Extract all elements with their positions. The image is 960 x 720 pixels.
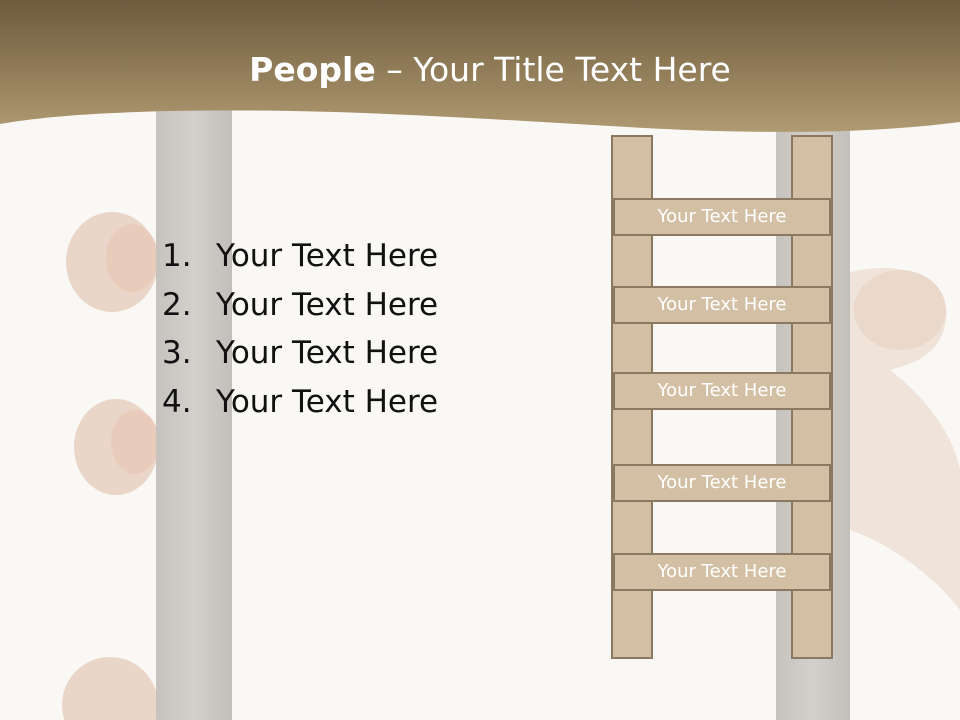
list-item-text: Your Text Here <box>216 383 439 420</box>
ladder-rung: Your Text Here <box>613 372 831 410</box>
list-item-number: 3. <box>162 335 192 371</box>
list-item-text: Your Text Here <box>216 335 439 371</box>
list-item-number: 2. <box>162 286 192 323</box>
bar-left <box>156 108 232 720</box>
list-item-text: Your Text Here <box>216 238 439 274</box>
ladder-rung: Your Text Here <box>613 464 831 502</box>
title-rest: – Your Title Text Here <box>375 50 731 89</box>
hand-left-middle <box>74 399 159 495</box>
ladder-rung: Your Text Here <box>613 286 831 324</box>
list-item: 3. Your Text Here <box>162 329 438 378</box>
ladder-rung: Your Text Here <box>613 198 831 236</box>
hand-right <box>840 267 960 610</box>
hand-left-lower <box>62 657 158 720</box>
numbered-list: 1. Your Text Here 2. Your Text Here 3. Your… <box>162 232 438 426</box>
hand-left-upper <box>66 212 158 312</box>
list-item-number: 4. <box>162 383 192 420</box>
list-item: 4. Your Text Here <box>162 378 438 427</box>
list-item-text: Your Text Here <box>216 286 439 323</box>
title-bold: People <box>249 50 376 89</box>
list-item: 1. Your Text Here <box>162 232 438 281</box>
ladder-rung: Your Text Here <box>613 553 831 591</box>
list-item-number: 1. <box>162 238 192 274</box>
list-item: 2. Your Text Here <box>162 281 438 330</box>
page-title: People – Your Title Text Here <box>0 50 960 89</box>
title-banner <box>0 0 960 132</box>
